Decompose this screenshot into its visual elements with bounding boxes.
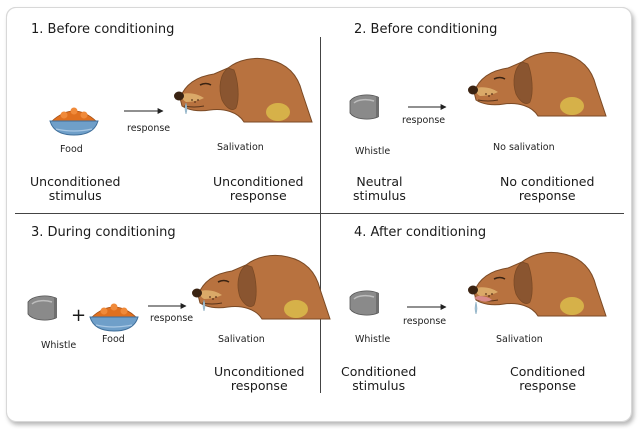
panel-3-arrow-label: response bbox=[150, 313, 194, 324]
saliva-drop-icon bbox=[202, 299, 206, 312]
panel-1-stimulus-label: Food bbox=[60, 144, 83, 155]
panel-3-stimulus-label: Whistle bbox=[41, 340, 77, 351]
plus-sign: + bbox=[71, 305, 87, 326]
vertical-divider bbox=[320, 37, 321, 393]
panel-4-response-label: Salivation bbox=[496, 334, 543, 345]
dog-head-icon bbox=[191, 254, 331, 320]
panel-1-title: 1. Before conditioning bbox=[31, 22, 175, 37]
panel-3-response-label: Salivation bbox=[218, 334, 265, 345]
panel-2-title: 2. Before conditioning bbox=[354, 22, 498, 37]
panel-3-stimulus-label-2: Food bbox=[102, 334, 125, 345]
horizontal-divider bbox=[15, 213, 624, 214]
saliva-drop-icon bbox=[474, 301, 478, 315]
food-bowl-icon bbox=[49, 106, 99, 136]
panel-2-stimulus-label: Whistle bbox=[355, 146, 391, 157]
panel-4-arrow-label: response bbox=[403, 316, 447, 327]
food-bowl-icon bbox=[89, 302, 139, 332]
panel-1-arrow-label: response bbox=[127, 123, 171, 134]
panel-2-response-label: No salivation bbox=[493, 142, 555, 153]
whistle-icon bbox=[349, 290, 380, 316]
panel-3-title: 3. During conditioning bbox=[31, 225, 176, 240]
panel-4-stimulus-label: Whistle bbox=[355, 334, 391, 345]
dog-head-icon bbox=[467, 51, 607, 117]
dog-head-icon bbox=[467, 251, 607, 317]
dog-head-icon bbox=[173, 57, 313, 123]
whistle-icon bbox=[349, 94, 380, 120]
tongue-icon bbox=[474, 296, 492, 302]
panel-4-title: 4. After conditioning bbox=[354, 225, 487, 240]
panel-2-arrow-label: response bbox=[402, 115, 446, 126]
panel-1-response-label: Salivation bbox=[217, 142, 264, 153]
whistle-icon bbox=[27, 295, 58, 321]
saliva-drop-icon bbox=[184, 102, 188, 115]
